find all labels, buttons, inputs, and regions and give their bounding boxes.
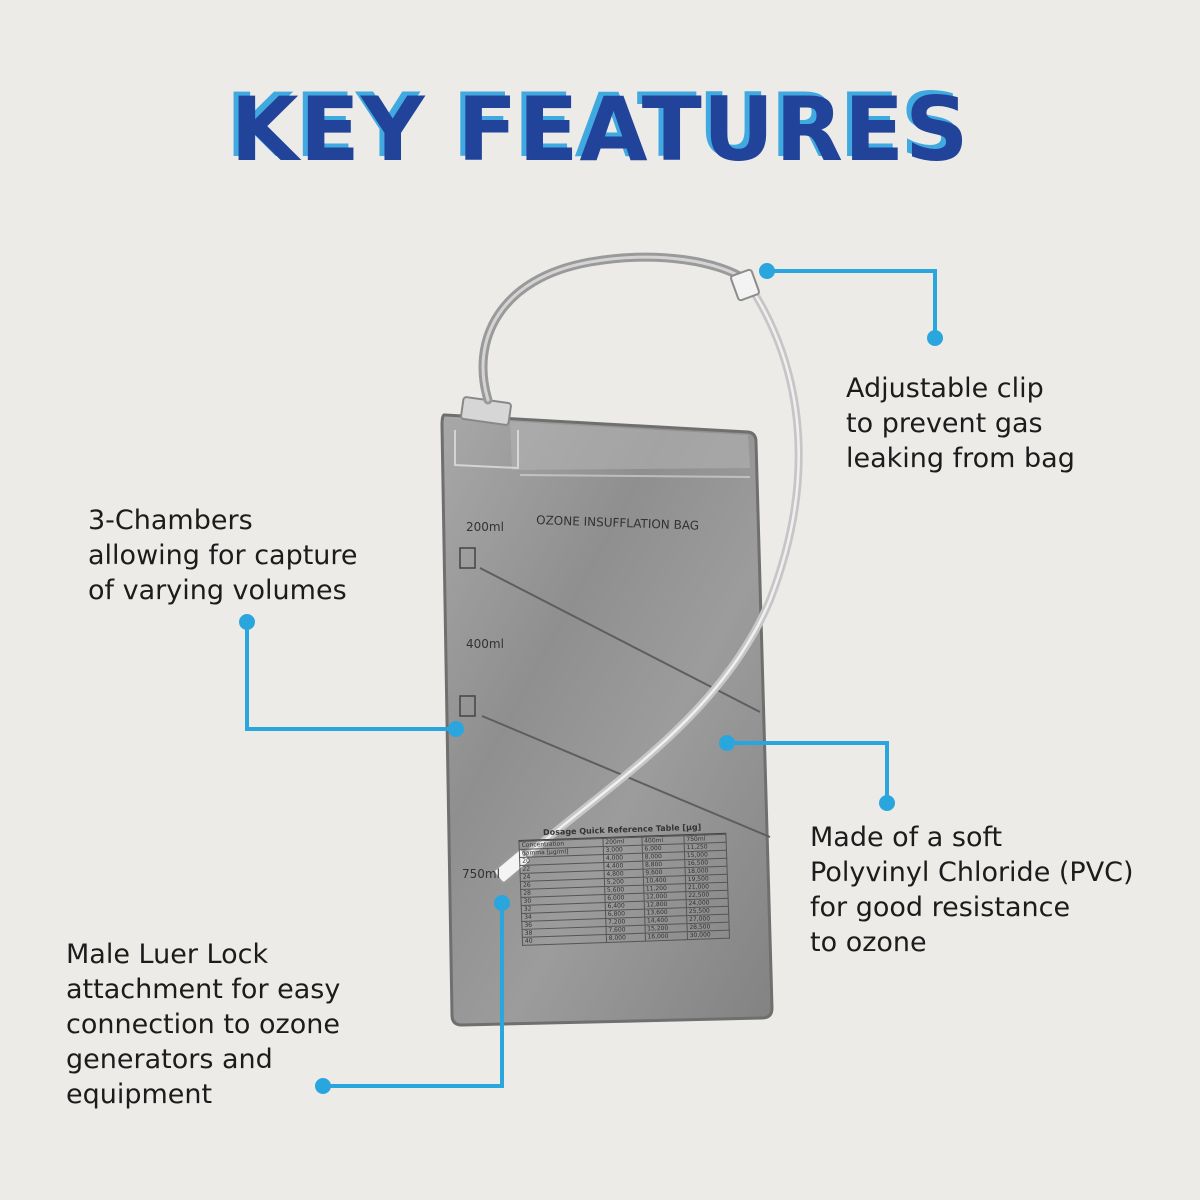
feature-line: Made of a soft <box>810 822 1003 853</box>
callout-dot <box>315 1078 331 1094</box>
feature-line: Adjustable clip <box>846 373 1044 404</box>
callout-dot <box>494 895 510 911</box>
ozone-bag <box>440 413 774 1027</box>
tube <box>478 252 751 405</box>
feature-clip: Adjustable clip to prevent gas leaking f… <box>846 371 1075 476</box>
bag-seal <box>445 418 750 470</box>
callout-dot <box>239 614 255 630</box>
volume-mark-400: 400ml <box>466 637 504 651</box>
dosage-reference-table: Dosage Quick Reference Table [µg] Concen… <box>518 819 732 991</box>
callout-chambers <box>245 622 456 731</box>
callout-pvc <box>727 741 889 803</box>
adjustable-clip <box>730 268 760 302</box>
table-cell: 8,000 <box>606 933 646 943</box>
hand-icon <box>459 695 476 717</box>
feature-line: Male Luer Lock <box>66 939 269 970</box>
callout-dot <box>448 721 464 737</box>
table-cell: 40 <box>522 934 607 946</box>
feature-line: leaking from bag <box>846 443 1075 474</box>
feature-chambers: 3-Chambers allowing for capture of varyi… <box>88 503 358 608</box>
luer-lock-connector <box>493 848 531 884</box>
feature-line: to prevent gas <box>846 408 1043 439</box>
feature-line: Polyvinyl Chloride (PVC) <box>810 857 1134 888</box>
table-cell: 16,000 <box>644 931 688 942</box>
feature-line: generators and <box>66 1044 273 1075</box>
bag-label: OZONE INSUFFLATION BAG <box>536 513 699 533</box>
callout-clip <box>767 269 937 338</box>
feature-luer: Male Luer Lock attachment for easy conne… <box>66 937 340 1112</box>
table-cell: 30,000 <box>687 930 730 940</box>
feature-line: connection to ozone <box>66 1009 340 1040</box>
page-title: KEY FEATURES <box>230 78 970 181</box>
feature-line: of varying volumes <box>88 575 347 606</box>
feature-line: for good resistance <box>810 892 1071 923</box>
feature-pvc: Made of a soft Polyvinyl Chloride (PVC) … <box>810 820 1134 960</box>
volume-mark-200: 200ml <box>466 520 504 534</box>
feature-line: to ozone <box>810 927 927 958</box>
callout-dot <box>927 330 943 346</box>
callout-dot <box>759 263 775 279</box>
feature-line: allowing for capture <box>88 540 358 571</box>
volume-mark-750: 750ml <box>462 867 500 881</box>
callout-luer <box>323 903 504 1088</box>
hand-icon <box>459 547 476 569</box>
feature-line: attachment for easy <box>66 974 341 1005</box>
callout-dot <box>719 735 735 751</box>
feature-line: 3-Chambers <box>88 505 253 536</box>
feature-line: equipment <box>66 1079 213 1110</box>
callout-dot <box>879 795 895 811</box>
